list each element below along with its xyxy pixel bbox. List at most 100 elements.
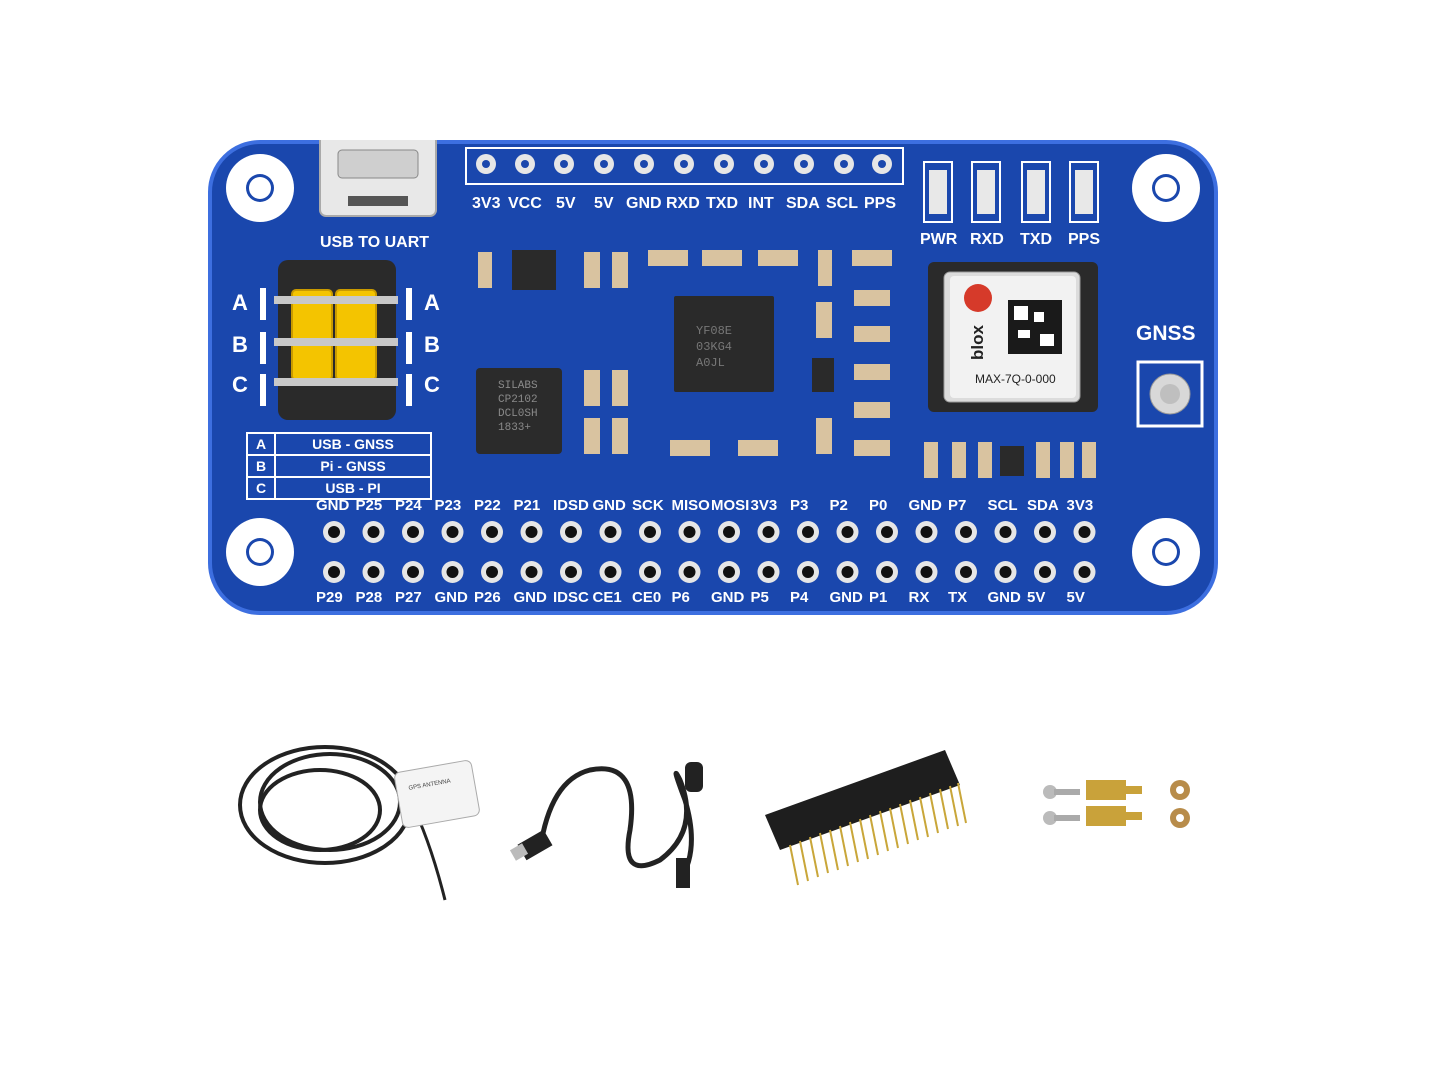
pin-label-bottom: CE0 bbox=[632, 589, 662, 606]
gpio-hole bbox=[644, 526, 656, 538]
gpio-hole bbox=[841, 566, 854, 578]
gpio-hole bbox=[881, 566, 893, 578]
pin-label-top: P24 bbox=[395, 497, 422, 514]
pin-label-bottom: P4 bbox=[790, 589, 809, 606]
mounting-hole bbox=[226, 518, 294, 586]
pin-label-top: P3 bbox=[790, 497, 809, 514]
transistor bbox=[812, 358, 834, 392]
svg-text:SILABS: SILABS bbox=[498, 380, 538, 392]
pin-label-top: GND bbox=[316, 497, 350, 514]
pin-label-top: 3V3 bbox=[1066, 497, 1094, 514]
gpio-hole bbox=[762, 566, 775, 578]
gpio-hole bbox=[683, 566, 696, 578]
gpio-hole bbox=[802, 566, 814, 578]
gpio-hole bbox=[841, 526, 854, 538]
gpio-hole bbox=[881, 526, 893, 538]
header-label-5: RXD bbox=[666, 195, 700, 212]
module-brand: blox bbox=[968, 325, 987, 360]
svg-text:03KG4: 03KG4 bbox=[696, 340, 732, 354]
legend-value: USB - GNSS bbox=[312, 436, 394, 452]
pin-label-top: P22 bbox=[474, 497, 501, 514]
pin-label-bottom: P1 bbox=[869, 589, 888, 606]
passive-components bbox=[478, 250, 1096, 478]
led-label-txd: TXD bbox=[1020, 231, 1052, 248]
gpio-hole bbox=[525, 566, 538, 578]
gpio-hole bbox=[604, 566, 617, 578]
led-label-pwr: PWR bbox=[920, 231, 958, 248]
gpio-hole bbox=[920, 566, 933, 578]
gpio-hole bbox=[328, 526, 340, 538]
gpio-hole bbox=[1039, 566, 1051, 578]
gpio-hole bbox=[683, 526, 696, 538]
gpio-hole bbox=[920, 526, 933, 538]
pin-label-top: P2 bbox=[829, 497, 848, 514]
pin-label-top: P7 bbox=[948, 497, 967, 514]
top-header-pads bbox=[465, 147, 904, 185]
small-ic bbox=[1000, 446, 1024, 476]
gpio-hole bbox=[604, 526, 617, 538]
pin-label-bottom: 5V bbox=[1066, 589, 1085, 606]
gpio-hole bbox=[407, 526, 419, 538]
header-label-7: INT bbox=[748, 195, 774, 212]
gpio-hole bbox=[525, 526, 538, 538]
pin-label-bottom: P6 bbox=[671, 589, 690, 606]
legend-key: C bbox=[248, 478, 276, 498]
jumper-label-b-right: B bbox=[424, 332, 440, 357]
gpio-hole bbox=[762, 526, 775, 538]
pin-label-bottom: P27 bbox=[395, 589, 422, 606]
mounting-hole bbox=[1132, 518, 1200, 586]
pin-label-top: MISO bbox=[671, 497, 710, 514]
jumper-label-c-left: C bbox=[232, 372, 248, 397]
pin-label-top: MOSI bbox=[711, 497, 750, 514]
header-label-4: GND bbox=[626, 195, 662, 212]
svg-text:DCL0SH: DCL0SH bbox=[498, 408, 538, 420]
pin-label-bottom: P29 bbox=[316, 589, 343, 606]
pin-label-bottom: CE1 bbox=[592, 589, 622, 606]
pin-label-bottom: GND bbox=[711, 589, 745, 606]
gpio-hole bbox=[328, 566, 340, 578]
pin-label-top: P0 bbox=[869, 497, 888, 514]
pin-label-top: SCK bbox=[632, 497, 664, 514]
header-label-10: PPS bbox=[864, 195, 897, 212]
legend-value: Pi - GNSS bbox=[320, 458, 386, 474]
pin-label-bottom: GND bbox=[513, 589, 547, 606]
header-label-9: SCL bbox=[826, 195, 858, 212]
pin-label-bottom: P5 bbox=[750, 589, 769, 606]
gpio-hole bbox=[367, 526, 380, 538]
status-leds bbox=[923, 161, 1099, 223]
pin-label-bottom: RX bbox=[908, 589, 930, 606]
header-label-2: 5V bbox=[556, 195, 576, 212]
pin-label-bottom: P26 bbox=[474, 589, 501, 606]
header-label-6: TXD bbox=[706, 195, 738, 212]
pin-label-top: P25 bbox=[355, 497, 383, 514]
svg-text:CP2102: CP2102 bbox=[498, 394, 538, 406]
pin-label-top: P21 bbox=[513, 497, 541, 514]
led-label-rxd: RXD bbox=[970, 231, 1004, 248]
pin-label-top: P23 bbox=[434, 497, 462, 514]
svg-text:1833+: 1833+ bbox=[498, 422, 531, 434]
gpio-hole bbox=[407, 566, 419, 578]
gpio-hole bbox=[960, 526, 972, 538]
header-label-8: SDA bbox=[786, 195, 820, 212]
pin-label-bottom: TX bbox=[948, 589, 968, 606]
svg-text:YF08E: YF08E bbox=[696, 324, 732, 338]
gpio-hole bbox=[999, 526, 1012, 538]
gpio-hole bbox=[1078, 566, 1091, 578]
micro-usb-port bbox=[319, 140, 437, 217]
pin-label-bottom: GND bbox=[829, 589, 863, 606]
mounting-hole bbox=[226, 154, 294, 222]
gpio-hole bbox=[960, 566, 972, 578]
gpio-hole bbox=[367, 566, 380, 578]
pin-label-bottom: 5V bbox=[1027, 589, 1046, 606]
gpio-hole bbox=[565, 566, 577, 578]
pin-label-bottom: GND bbox=[434, 589, 468, 606]
gpio-hole bbox=[1078, 526, 1091, 538]
gpio-hole bbox=[486, 526, 498, 538]
pin-label-top: SDA bbox=[1027, 497, 1059, 514]
header-label-0: 3V3 bbox=[472, 195, 501, 212]
pin-label-bottom: IDSC bbox=[553, 589, 589, 606]
pin-label-top: SCL bbox=[987, 497, 1018, 514]
